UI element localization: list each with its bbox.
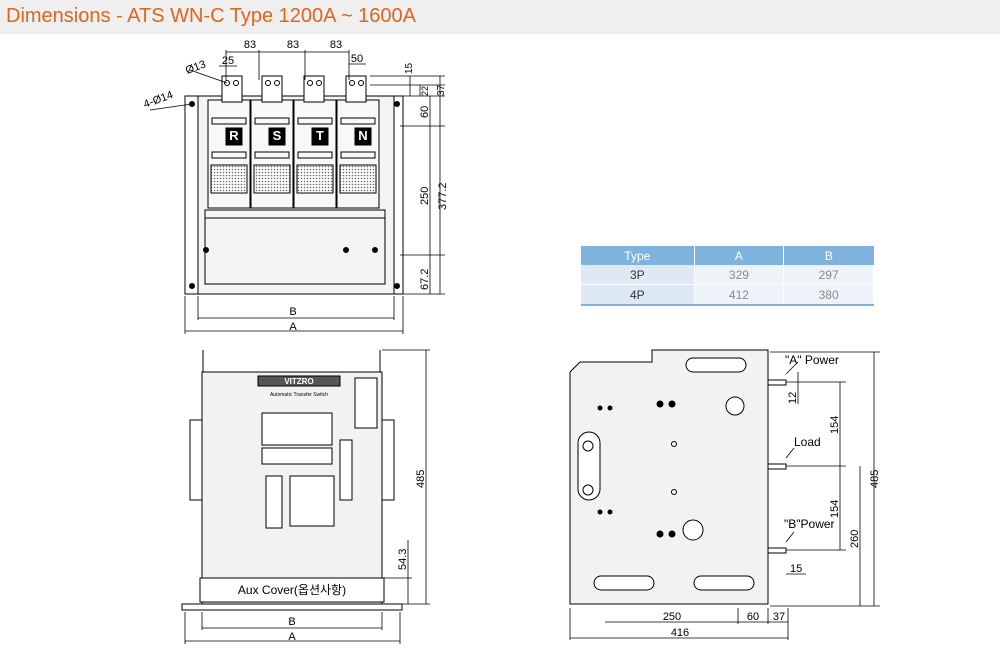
brand-subtitle: Automatic Transfer Switch: [270, 392, 328, 398]
panel-view: [181, 349, 430, 644]
aux-cover: [199, 577, 385, 603]
side-view-labels: "A" Power Load "B"Power 12 154 154 260 4…: [663, 353, 881, 639]
side-dim-154a: 154: [829, 416, 841, 434]
dimension-drawing: R S T N 83 83 83 50 25 Ø13 4-Ø14 15 22 3…: [142, 39, 881, 644]
dim-485: 485: [415, 470, 427, 488]
page-title: Dimensions - ATS WN-C Type 1200A ~ 1600A: [6, 5, 417, 27]
table-header-b: B: [783, 246, 874, 265]
dim-hole-dia: Ø13: [184, 58, 208, 76]
side-dim-485: 485: [869, 470, 881, 488]
front-view: [149, 50, 445, 334]
panel-view-labels: VITZRO Automatic Transfer Switch Aux Cov…: [238, 377, 427, 643]
dim-37: 37: [436, 84, 447, 96]
side-dim-60: 60: [747, 611, 759, 623]
side-dim-37: 37: [773, 611, 785, 623]
front-view-labels: R S T N 83 83 83 50 25 Ø13 4-Ø14 15 22 3…: [142, 39, 449, 333]
dim-377: 377.2: [437, 182, 449, 210]
pole-module-t: [293, 75, 337, 209]
table-row: 3P 329 297: [581, 265, 874, 285]
dim-15: 15: [404, 62, 415, 74]
side-dim-260: 260: [849, 530, 861, 548]
table-cell-b: 297: [783, 265, 874, 285]
dim-a: A: [289, 321, 297, 333]
load-label: Load: [794, 435, 821, 449]
mount-hole: [394, 283, 400, 289]
brand-name: VITZRO: [284, 377, 313, 386]
front-frame: [184, 95, 404, 295]
pole-module-n: [336, 75, 380, 209]
mount-hole: [189, 283, 195, 289]
a-power-label: "A" Power: [785, 353, 839, 367]
b-power-label: "B"Power: [784, 517, 835, 531]
dim-pitch-3: 83: [330, 39, 342, 51]
dim-pitch-2: 83: [287, 39, 299, 51]
page-header: Dimensions - ATS WN-C Type 1200A ~ 1600A: [0, 0, 1000, 34]
side-dim-154b: 154: [829, 500, 841, 518]
side-dim-250: 250: [663, 611, 681, 623]
dim-54: 54.3: [397, 549, 409, 570]
brand-plate: [257, 375, 341, 387]
table-cell-a: 412: [694, 284, 785, 306]
table-cell-a: 329: [694, 265, 785, 285]
front-lower-cover: [204, 209, 386, 285]
table-cell-type: 3P: [581, 265, 695, 285]
dim-b: B: [289, 306, 296, 318]
table-cell-type: 4P: [581, 284, 695, 306]
dimension-table: Type A B 3P 329 297 4P 412 380: [581, 246, 874, 306]
pole-module-r: [207, 75, 251, 209]
pole-badge: [268, 127, 286, 146]
side-dim-15: 15: [790, 563, 802, 575]
pole-badge: [311, 127, 329, 146]
pole-module-s: [250, 75, 294, 209]
side-dim-12: 12: [787, 392, 799, 404]
pole-badge: [225, 127, 243, 146]
dim-250: 250: [419, 187, 431, 205]
dim-60: 60: [419, 106, 431, 118]
dim-top-width: 50: [351, 53, 363, 65]
pole-label-r: R: [229, 128, 239, 143]
pole-label-n: N: [358, 128, 367, 143]
panel-dim-a: A: [288, 631, 296, 643]
dim-bolt-offset: 25: [222, 55, 234, 67]
table-row: 4P 412 380: [581, 284, 874, 306]
mount-hole: [394, 101, 400, 107]
dim-67: 67.2: [419, 269, 431, 290]
aux-cover-label: Aux Cover(옵션사항): [238, 583, 346, 597]
table-cell-b: 380: [783, 284, 874, 306]
dim-pitch-1: 83: [244, 39, 256, 51]
pole-label-s: S: [273, 128, 282, 143]
table-header-type: Type: [581, 246, 695, 265]
table-header-a: A: [694, 246, 785, 265]
side-dim-416: 416: [671, 627, 689, 639]
side-body: [569, 349, 769, 605]
panel-dim-b: B: [288, 616, 295, 628]
pole-label-t: T: [316, 128, 324, 143]
side-view: [569, 349, 880, 640]
pole-badge: [354, 127, 372, 146]
dim-22: 22: [420, 86, 430, 96]
table-header-row: Type A B: [581, 246, 874, 265]
